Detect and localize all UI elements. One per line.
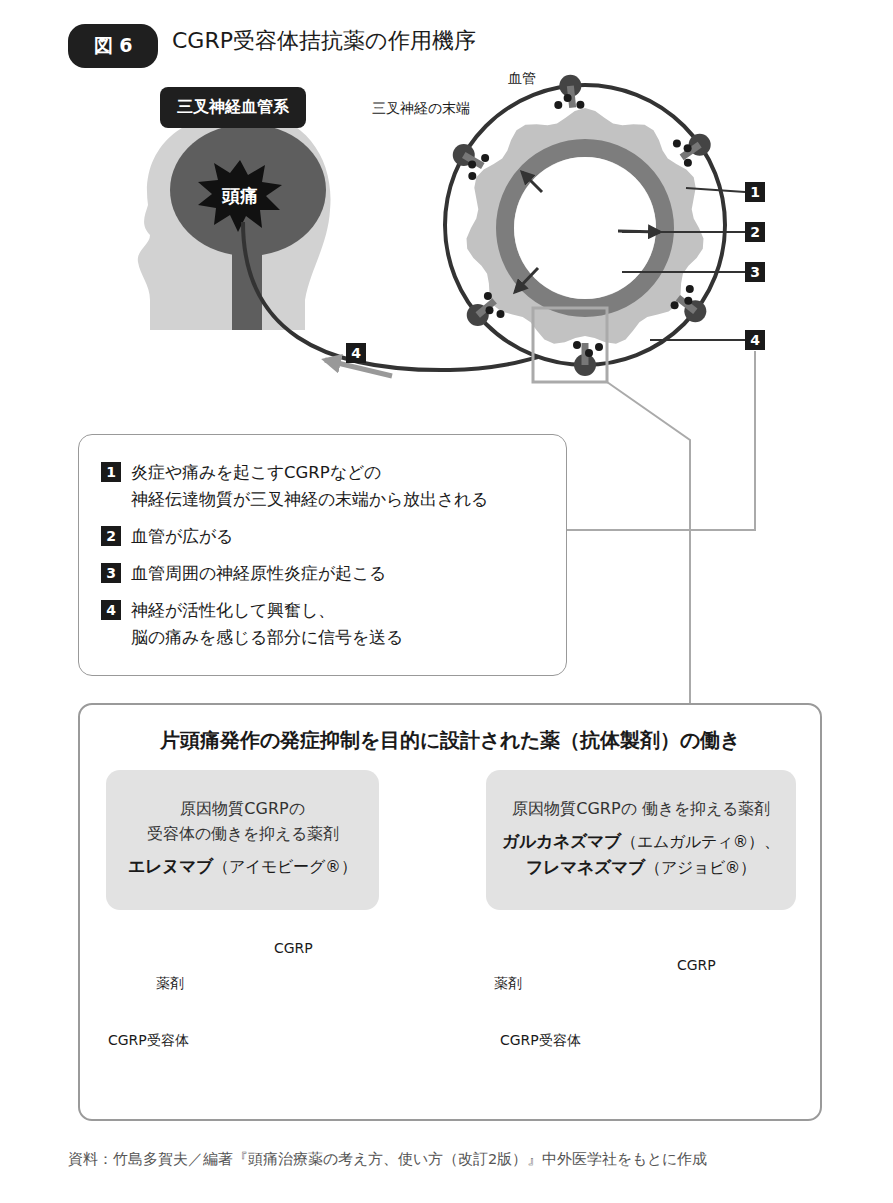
drug-name-line: ガルカネズマブ（エムガルティ®）、 [498, 829, 784, 855]
callout-leaders [622, 188, 745, 340]
brand-name: （アジョビ®） [645, 859, 757, 877]
callout-number: 4 [346, 343, 366, 363]
part-label: CGRP受容体 [500, 1032, 581, 1050]
drug-description: 原因物質CGRPの 働きを抑える薬剤 [498, 796, 784, 821]
pain-label: 頭痛 [222, 184, 258, 208]
part-label: CGRP [274, 940, 313, 956]
callout-number: 3 [745, 262, 765, 282]
callout-number: 4 [101, 600, 121, 620]
callout-number: 3 [101, 563, 121, 583]
explanation-text: 神経が活性化して興奮し、 脳の痛みを感じる部分に信号を送る [131, 597, 546, 651]
drug-name: フレマネズマブ [526, 857, 645, 877]
nerve-sheath [445, 85, 725, 365]
tag-text: 三叉神経血管系 [177, 97, 289, 118]
explanation-row: 2 血管が広がる [101, 523, 546, 550]
nerve-endings [453, 75, 711, 376]
connector-lines [567, 351, 755, 703]
explanation-text: 炎症や痛みを起こすCGRPなどの 神経伝達物質が三叉神経の末端から放出される [131, 459, 546, 513]
vessel-lumen [514, 157, 656, 299]
drug-name-line: フレマネズマブ（アジョビ®） [498, 855, 784, 881]
explanation-row: 3 血管周囲の神経原性炎症が起こる [101, 560, 546, 587]
magnify-frame [533, 308, 607, 382]
part-label: 薬剤 [156, 975, 184, 993]
figure-badge: 図 6 [68, 24, 158, 68]
drug-name: エレヌマブ [128, 856, 213, 876]
panel-heading: 片頭痛発作の発症抑制を目的に設計された薬（抗体製剤）の働き [80, 727, 820, 754]
head-silhouette [138, 112, 331, 330]
part-label: 血管 [508, 70, 536, 88]
callout-number: 2 [745, 222, 765, 242]
brain [170, 124, 326, 256]
explanation-row: 1 炎症や痛みを起こすCGRPなどの 神経伝達物質が三叉神経の末端から放出される [101, 459, 546, 513]
explanation-text: 血管周囲の神経原性炎症が起こる [131, 560, 546, 587]
drug-box: 原因物質CGRPの 受容体の働きを抑える薬剤エレヌマブ（アイモビーグ®） [106, 770, 379, 910]
drug-name: ガルカネズマブ [502, 831, 621, 851]
drug-description: 原因物質CGRPの 受容体の働きを抑える薬剤 [118, 796, 367, 846]
explanation-text: 血管が広がる [131, 523, 546, 550]
section-tag: 三叉神経血管系 [160, 87, 306, 128]
drug-panel: 片頭痛発作の発症抑制を目的に設計された薬（抗体製剤）の働き原因物質CGRPの 受… [78, 703, 822, 1121]
source-caption: 資料：竹島多賀夫／編著『頭痛治療薬の考え方、使い方（改訂2版）』中外医学社をもと… [68, 1150, 707, 1169]
callout-number: 1 [745, 182, 765, 202]
figure-title: CGRP受容体拮抗薬の作用機序 [172, 26, 476, 56]
tag-text: 図 6 [94, 33, 133, 59]
pain-burst [198, 160, 282, 232]
callout-number: 2 [101, 526, 121, 546]
callout-number: 4 [745, 330, 765, 350]
part-label: 三叉神経の末端 [372, 100, 470, 118]
vessel-ring [505, 148, 665, 308]
brand-name: （エムガルティ®）、 [621, 833, 781, 851]
brand-name: （アイモビーグ®） [213, 858, 357, 876]
callout-number: 1 [101, 462, 121, 482]
explanation-row: 4 神経が活性化して興奮し、 脳の痛みを感じる部分に信号を送る [101, 597, 546, 651]
drug-name-line: エレヌマブ（アイモビーグ®） [118, 854, 367, 880]
explanation-box: 1 炎症や痛みを起こすCGRPなどの 神経伝達物質が三叉神経の末端から放出される 2… [78, 434, 567, 676]
part-label: CGRP [677, 957, 716, 973]
part-label: 薬剤 [494, 975, 522, 993]
drug-box: 原因物質CGRPの 働きを抑える薬剤ガルカネズマブ（エムガルティ®）、フレマネズ… [486, 770, 796, 910]
part-label: CGRP受容体 [108, 1032, 189, 1050]
